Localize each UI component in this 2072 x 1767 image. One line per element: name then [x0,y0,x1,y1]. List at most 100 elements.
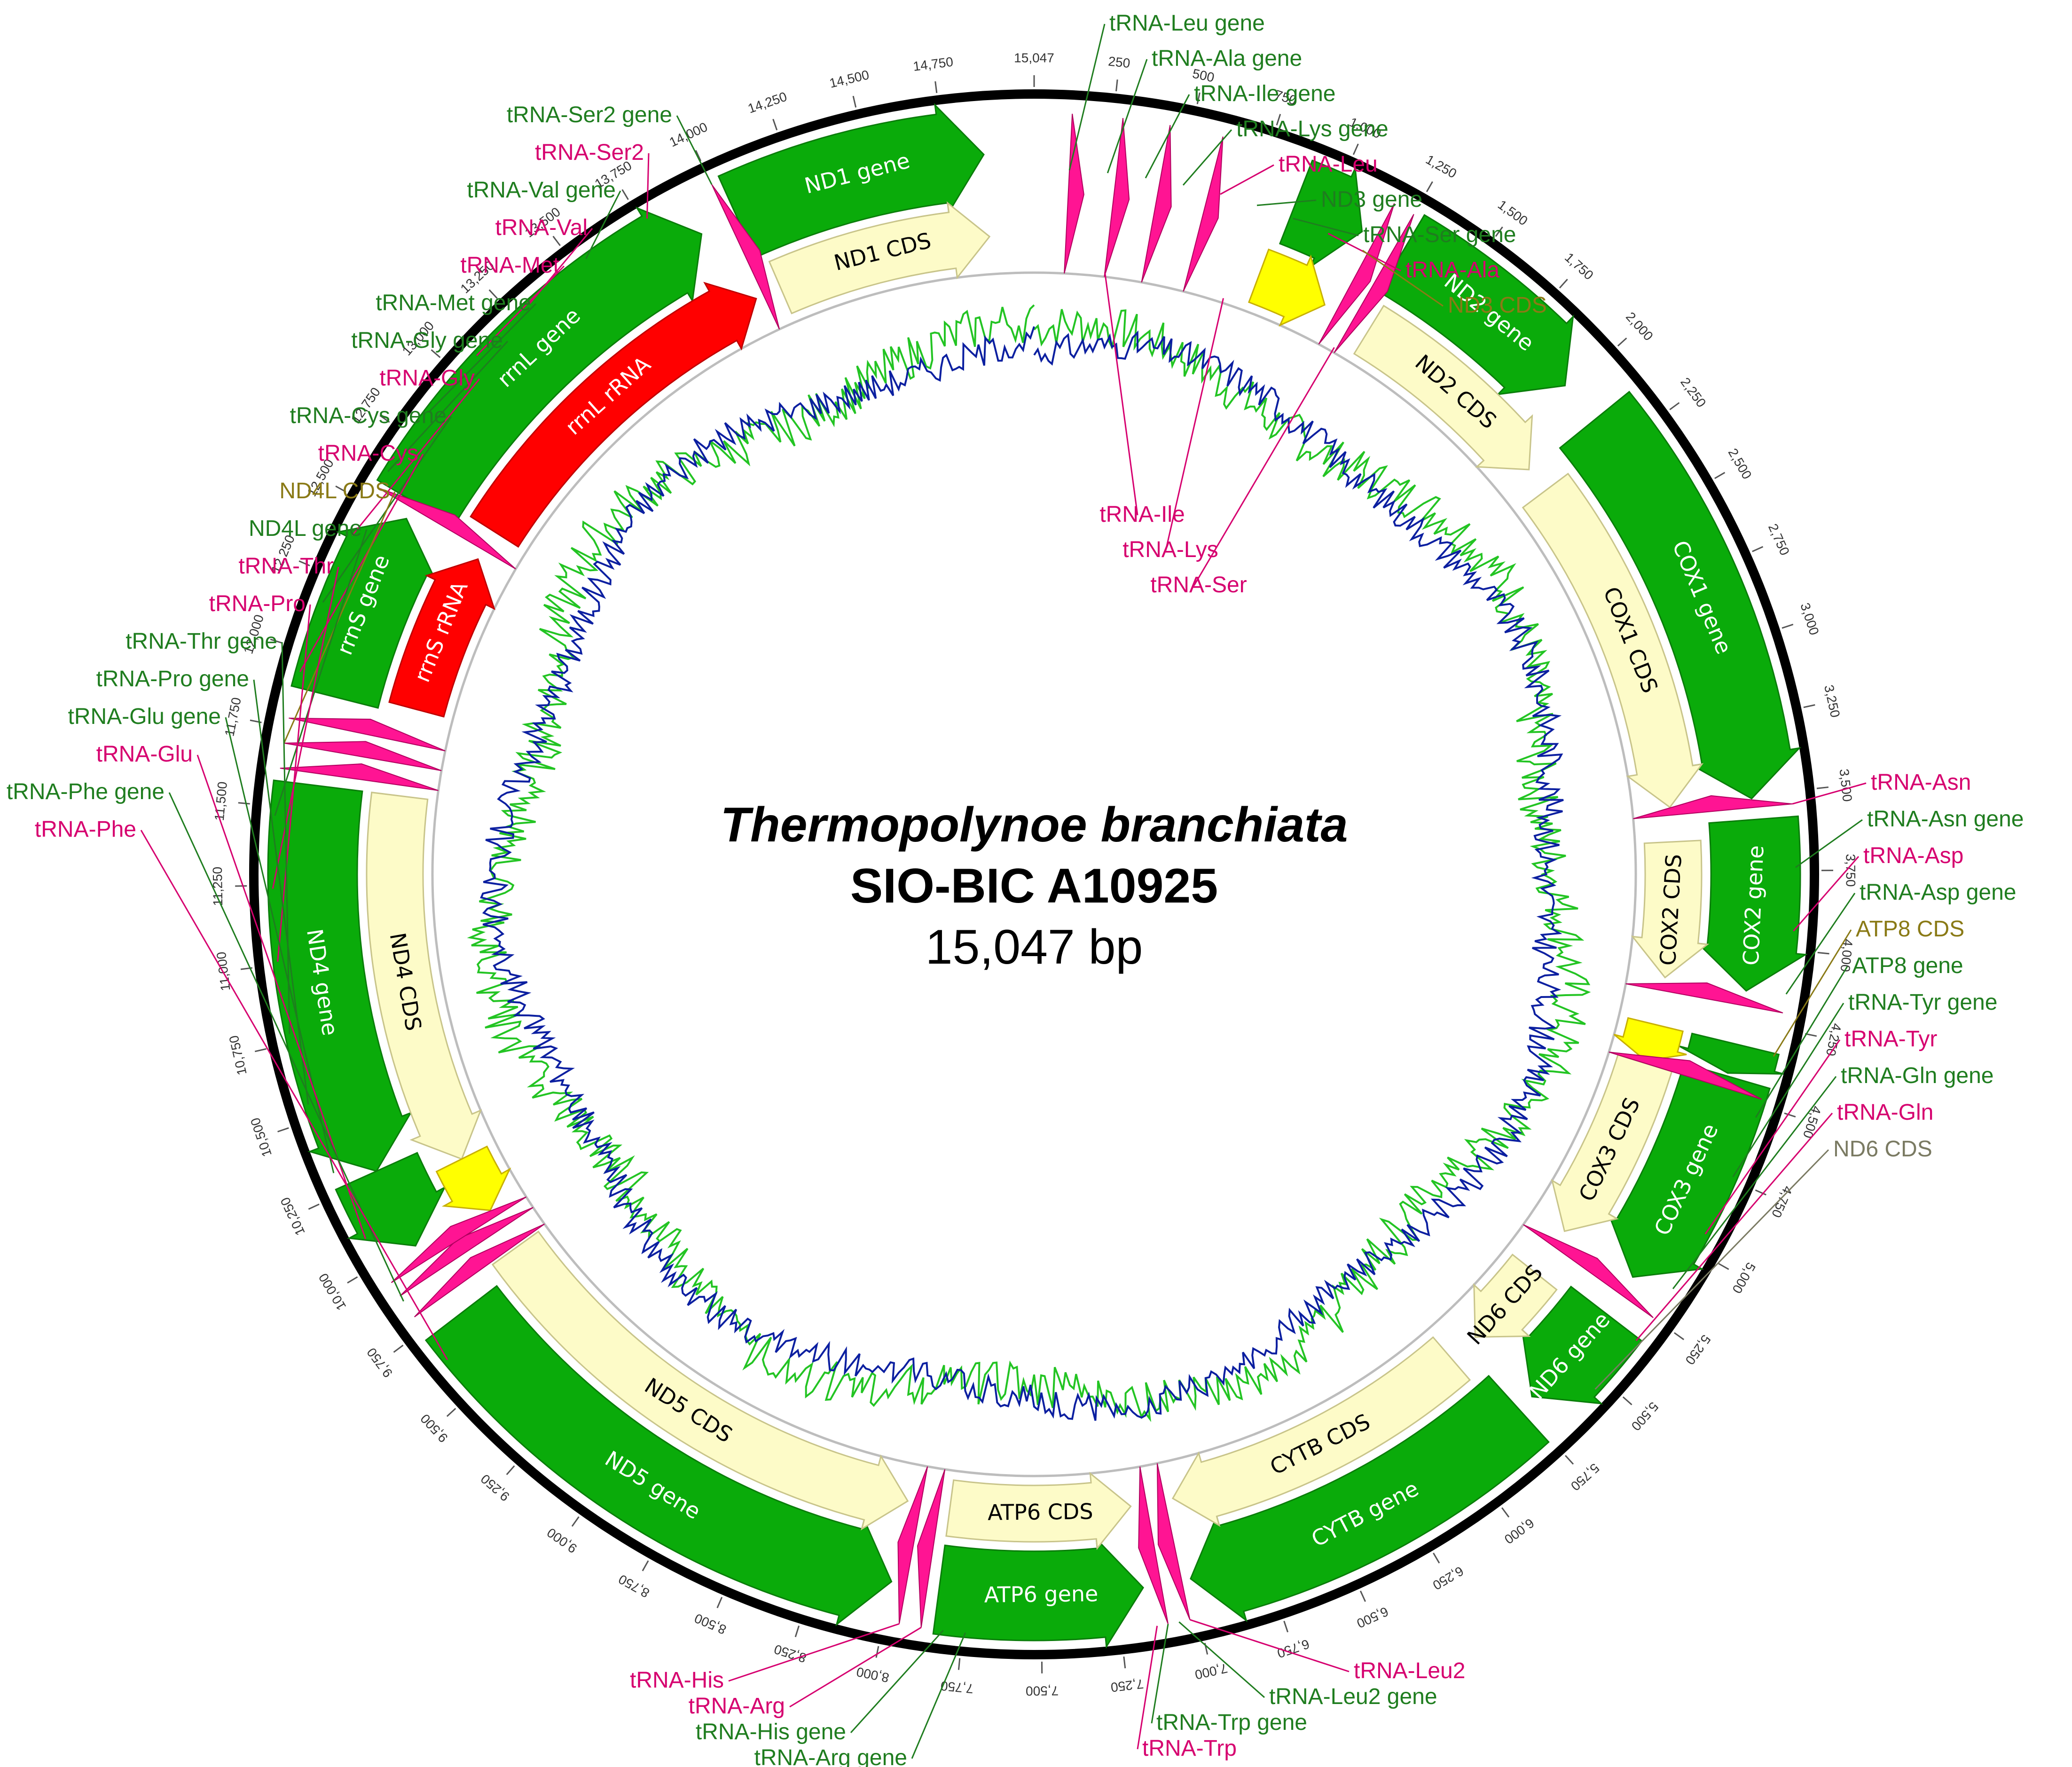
tick-label: 15,047 [1014,50,1054,65]
feature-nd4l-gene [335,1152,447,1247]
feature-callout: tRNA-Gln [1837,1100,1933,1125]
label-leader-line [585,190,621,259]
feature-callout: tRNA-Phe gene [7,779,165,804]
feature-nd1-gene [717,103,985,259]
feature-callout: tRNA-Met [460,253,559,278]
label-leader-line [1193,347,1335,586]
tick-label: 7,000 [1193,1661,1229,1682]
trna-mark [1104,118,1130,277]
feature-atp6-gene [932,1537,1144,1649]
tick-label: 1,250 [1423,152,1459,181]
tick-label: 7,500 [1026,1683,1059,1698]
feature-callout: tRNA-Asp [1863,843,1963,868]
tick-mark [852,95,857,108]
label-leader-line [1137,1626,1158,1750]
tick-mark [1283,1620,1289,1633]
feature-callout: ND4L gene [249,516,362,541]
tick-mark [1433,1552,1440,1564]
trna-mark [1156,1463,1191,1620]
feature-label-cox2-cds: COX2 CDS [1655,853,1687,966]
tick-mark [1755,1189,1766,1196]
feature-callout: ND3 CDS [1448,293,1547,318]
feature-cox2-cds [1631,840,1710,979]
tick-mark [1501,1507,1510,1518]
tick-mark [1559,279,1568,289]
feature-callout: tRNA-Asp gene [1860,880,2017,905]
tick-label: 250 [1107,54,1131,71]
genome-length: 15,047 bp [926,920,1143,974]
tick-label: 6,250 [1430,1563,1466,1593]
feature-callout: tRNA-Ser2 [535,140,644,165]
label-leader-line [1145,94,1190,179]
tick-mark [379,415,390,423]
label-leader-line [850,1630,944,1734]
tick-mark [1352,143,1359,155]
tick-mark [1718,1263,1729,1270]
tick-label: 5,250 [1682,1332,1713,1367]
tick-label: 2,000 [1623,309,1656,344]
label-leader-line [1190,1619,1350,1673]
label-leader-line [1594,1149,1829,1390]
label-leader-line [789,1626,922,1708]
tick-mark [1196,92,1201,104]
feature-callout: tRNA-Val gene [467,178,616,203]
label-leader-line [1672,1076,1837,1289]
tick-label: 14,500 [828,67,870,91]
tick-label: 8,250 [772,1642,808,1666]
label-leader-line [1362,250,1444,307]
tick-mark [695,150,702,162]
tick-label: 4,750 [1769,1184,1796,1220]
tick-mark [1714,471,1726,479]
tick-mark [393,1344,404,1353]
label-leader-line [277,604,311,962]
tick-mark [270,638,282,644]
tick-mark [552,236,561,246]
trna-mark [711,184,780,330]
feature-cytb-gene [1190,1374,1550,1622]
trna-mark [1138,1466,1169,1625]
trna-mark [1141,125,1172,283]
label-leader-line [272,566,339,889]
tick-label: 14,000 [667,119,710,149]
tick-mark [347,1276,358,1284]
feature-label-atp6-cds: ATP6 CDS [988,1499,1093,1525]
feature-callout: tRNA-Arg [689,1694,785,1719]
feature-callout: ND3 gene [1321,187,1422,212]
tick-mark [446,1408,456,1417]
at-content-line [480,326,1564,1421]
feature-callout: tRNA-Gln gene [1841,1063,1994,1088]
label-leader-line [1182,129,1232,186]
trna-mark [284,741,442,771]
tick-mark [1669,402,1680,410]
tick-mark [1782,623,1794,629]
tick-mark [1617,338,1627,347]
feature-callout: tRNA-Glu [96,742,193,767]
tick-mark [1359,1590,1366,1602]
feature-callout: tRNA-Met gene [376,291,531,315]
tick-label: 4,500 [1800,1104,1824,1140]
tick-mark [298,560,310,566]
feature-cox2-gene [1696,815,1808,992]
tick-mark [1495,226,1503,237]
tick-mark [716,1597,723,1609]
tick-mark [1622,1396,1632,1406]
trna-mark [289,717,446,752]
trna-mark [1318,203,1395,345]
feature-callout: tRNA-Ser [1150,573,1247,597]
feature-callout: tRNA-Ile gene [1194,81,1335,106]
feature-callout: tRNA-Thr gene [126,629,277,654]
label-leader-line [1256,199,1317,206]
tick-mark [335,485,346,493]
label-leader-line [429,303,537,412]
feature-callout: tRNA-Leu2 [1354,1658,1465,1683]
tick-label: 2,750 [1766,521,1792,558]
feature-callout: tRNA-Tyr gene [1848,990,1997,1015]
label-leader-line [281,642,290,1034]
label-leader-line [1068,24,1106,171]
trna-mark [1609,1052,1762,1100]
tick-mark [571,1516,580,1527]
label-leader-line [1795,819,1863,868]
